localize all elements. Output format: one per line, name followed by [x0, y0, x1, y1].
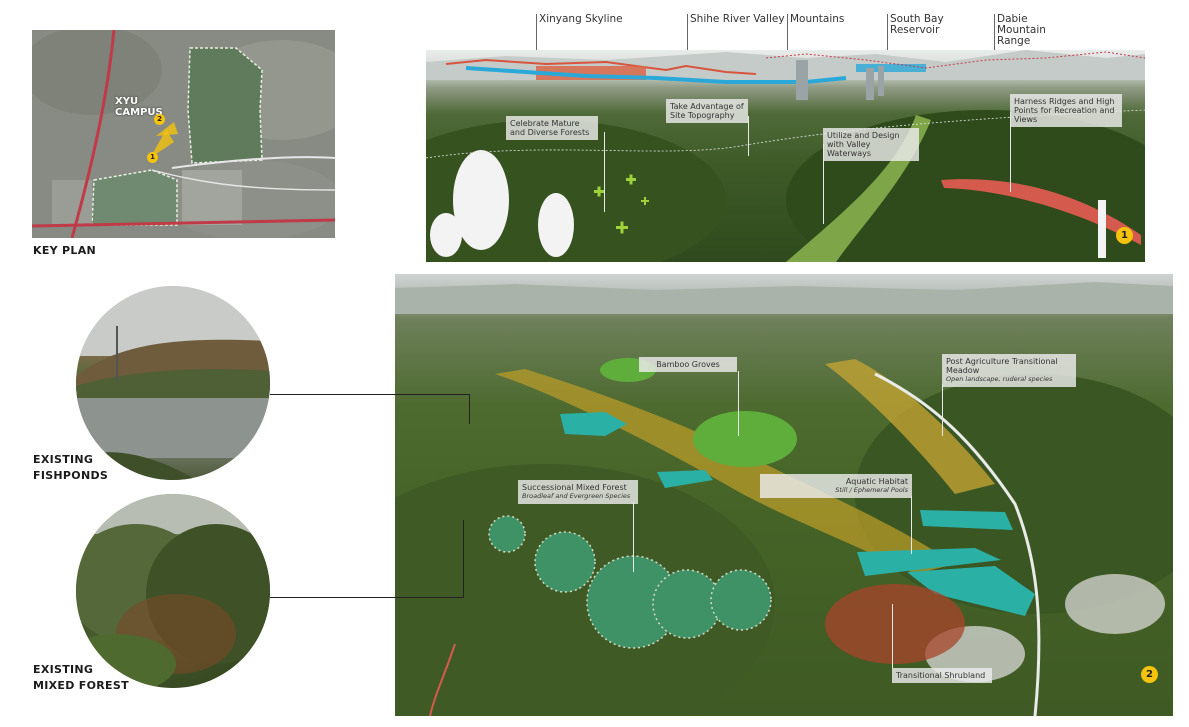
- connector-forest-v: [463, 520, 464, 597]
- pond-2: [657, 470, 713, 488]
- label-shihe-river-valley: Shihe River Valley: [690, 13, 785, 25]
- callout-transitional-meadow: Post Agriculture Transitional Meadow Ope…: [942, 354, 1076, 387]
- valley-road: [874, 372, 1041, 716]
- leader-valley: [687, 14, 688, 66]
- pond-3: [920, 510, 1013, 530]
- pond-4: [857, 548, 1001, 576]
- road-west: [70, 30, 116, 238]
- shrubland-area: [825, 584, 965, 664]
- panorama-aerial-image: Bamboo Groves Post Agriculture Transitio…: [395, 274, 1173, 716]
- connector-forest-h: [270, 597, 464, 598]
- key-plan-map: XYU CAMPUS 1 2: [32, 30, 335, 238]
- panorama-aerial-graphic: [395, 282, 1173, 716]
- callout-successional-forest: Successional Mixed Forest Broadleaf and …: [518, 480, 638, 504]
- key-plan-graphic: [32, 30, 335, 238]
- view-marker-1-pano: 1: [1116, 227, 1133, 244]
- leader-skyline: [536, 14, 537, 64]
- callout-bamboo-groves: Bamboo Groves: [639, 357, 737, 372]
- campus-label: XYU CAMPUS: [115, 96, 163, 118]
- leader-reservoir: [887, 14, 888, 64]
- campus-boundary-south: [91, 169, 178, 226]
- label-dabie-mountain-range: Dabie Mountain Range: [997, 13, 1046, 47]
- label-mountains: Mountains: [790, 13, 845, 25]
- callout-aquatic-habitat: Aquatic Habitat Still / Ephemeral Pools: [760, 474, 912, 498]
- caption-existing-fishponds: EXISTING FISHPONDS: [33, 453, 109, 482]
- view-marker-2: 2: [154, 114, 165, 125]
- callout-forests: Celebrate Mature and Diverse Forests: [506, 116, 598, 140]
- road-south: [32, 218, 335, 228]
- panorama-top-graphic: [426, 50, 1145, 262]
- view-marker-1: 1: [147, 152, 158, 163]
- caption-existing-mixed-forest: EXISTING MIXED FOREST: [33, 663, 129, 692]
- photo-existing-fishponds: [76, 286, 270, 480]
- reservoir-band: [856, 64, 926, 72]
- label-south-bay-reservoir: South Bay Reservoir: [890, 13, 944, 36]
- label-xinyang-skyline: Xinyang Skyline: [539, 13, 623, 25]
- view-marker-2-pano: 2: [1141, 666, 1158, 683]
- callout-transitional-shrubland: Transitional Shrubland: [892, 668, 992, 683]
- leader-dabie: [994, 14, 995, 56]
- callout-topography: Take Advantage of Site Topography: [666, 99, 748, 123]
- pond-5: [907, 566, 1035, 616]
- campus-boundary-north: [187, 47, 263, 164]
- leader-mountains: [787, 14, 788, 54]
- connector-fishponds-v: [469, 394, 470, 424]
- photo-existing-mixed-forest: [76, 494, 270, 688]
- callout-waterways: Utilize and Design with Valley Waterways: [823, 128, 919, 161]
- key-plan-title: KEY PLAN: [33, 244, 97, 257]
- panorama-top-image: Celebrate Mature and Diverse Forests Tak…: [426, 50, 1145, 262]
- bamboo-grove-area: [693, 411, 797, 467]
- pond-1: [560, 412, 627, 436]
- connector-fishponds-h: [270, 394, 470, 395]
- callout-ridges: Harness Ridges and High Points for Recre…: [1010, 94, 1122, 127]
